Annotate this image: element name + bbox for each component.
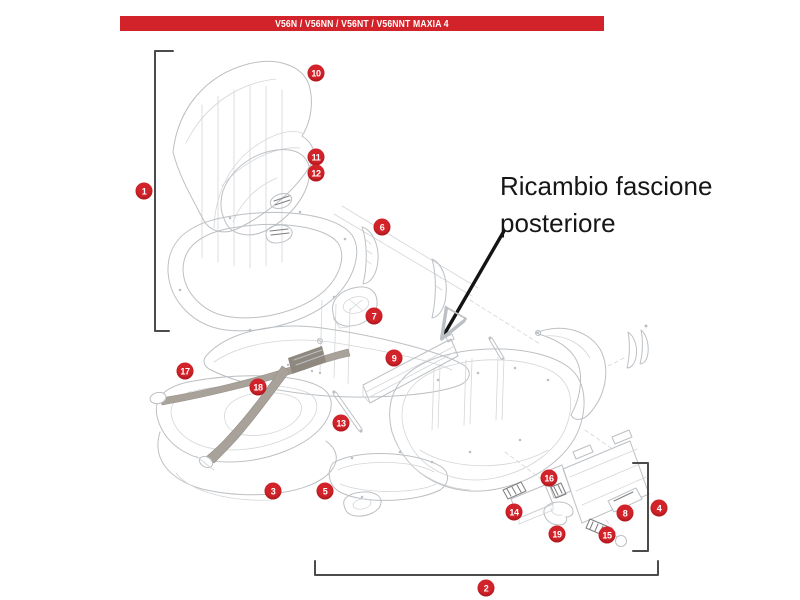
- callout-11: 11: [307, 148, 325, 166]
- part-lid-cover: [172, 60, 315, 233]
- callout-15: 15: [598, 526, 616, 544]
- part-straps: [149, 346, 351, 471]
- part-front-bumper: [328, 450, 448, 517]
- callout-1: 1: [135, 182, 153, 200]
- part-rear-bumper: [535, 324, 649, 420]
- alignment-dashes: [469, 299, 625, 367]
- callout-18: 18: [249, 378, 267, 396]
- callout-12: 12: [307, 164, 325, 182]
- callout-7: 7: [365, 307, 383, 325]
- bracket-group-1: [154, 50, 174, 332]
- part-case-bottom: [389, 348, 585, 492]
- callout-16: 16: [540, 469, 558, 487]
- part-mounting-plate: [203, 325, 541, 398]
- part-sticker: [607, 487, 643, 513]
- callout-14: 14: [505, 503, 523, 521]
- bracket-group-4: [632, 462, 649, 552]
- latch-detail: [265, 224, 293, 244]
- callout-9: 9: [385, 349, 403, 367]
- callout-3: 3: [264, 482, 282, 500]
- callout-10: 10: [307, 64, 325, 82]
- model-banner-text: V56N / V56NN / V56NT / V56NNT MAXIA 4: [275, 17, 449, 30]
- group-brackets: [154, 50, 659, 576]
- callout-6: 6: [373, 218, 391, 236]
- bracket-group-2: [314, 560, 659, 576]
- part-lid-frame: [167, 210, 358, 332]
- annotation-arrow: [445, 229, 506, 333]
- guide-lines: [201, 85, 351, 385]
- callout-4: 4: [650, 499, 668, 517]
- part-rear-fins: [333, 205, 479, 319]
- annotation-line-1: Ricambio fascione: [500, 171, 713, 201]
- callout-2: 2: [477, 579, 495, 597]
- annotation-line-2: posteriore: [500, 208, 616, 238]
- lock-barrel-icon: [269, 193, 293, 209]
- callout-8: 8: [616, 504, 634, 522]
- callout-17: 17: [176, 362, 194, 380]
- part-screw: [550, 482, 567, 499]
- part-lid-front-flap: [220, 149, 311, 244]
- model-banner: V56N / V56NN / V56NT / V56NNT MAXIA 4: [120, 16, 604, 31]
- callout-5: 5: [316, 482, 334, 500]
- part-hinge-plate: [332, 286, 378, 329]
- lock-assembly: [502, 429, 650, 547]
- part-rod: [332, 336, 505, 433]
- callout-13: 13: [332, 414, 350, 432]
- annotation-label: Ricambio fascione posteriore: [500, 168, 712, 242]
- part-clip: [543, 501, 574, 526]
- callout-19: 19: [548, 525, 566, 543]
